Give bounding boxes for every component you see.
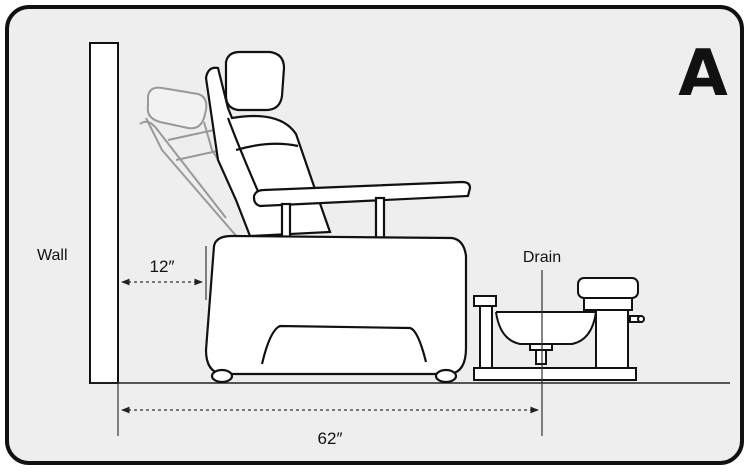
panel-label: A [678,37,728,111]
reclined-chair-outline [139,86,270,239]
wall-to-drain-label: 62″ [318,429,343,448]
clearance-dimension [121,246,207,300]
drain-label: Drain [523,249,561,266]
wall-to-drain-dimension [117,383,539,436]
chair-headrest [224,50,286,112]
chair-armrest [252,180,472,242]
foot-spa-basin [473,277,645,381]
clearance-label: 12″ [150,257,175,276]
wall [89,42,119,384]
chair-base [204,234,468,384]
wall-label: Wall [37,247,68,264]
